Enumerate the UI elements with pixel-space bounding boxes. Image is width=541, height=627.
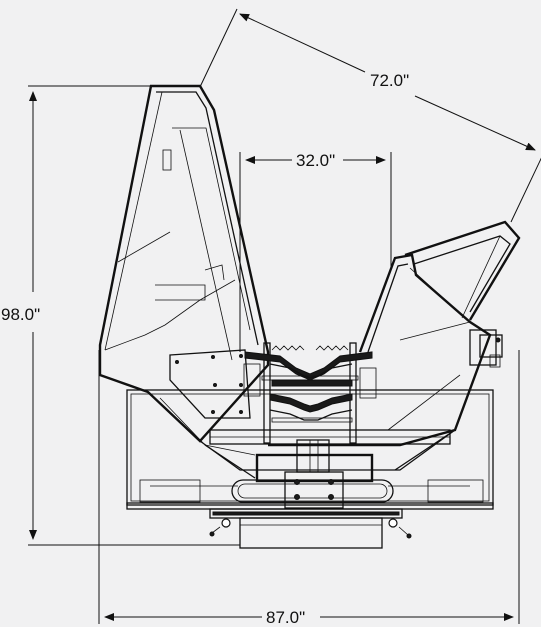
cabin-shell-right (268, 220, 521, 447)
dimension-depth-label: 72.0" (370, 71, 409, 90)
dimension-depth: 72.0" (199, 8, 541, 223)
dimension-inner: 32.0" (239, 151, 392, 352)
cabin-shell-left (98, 84, 456, 471)
bolt-icon (388, 518, 412, 539)
dimension-height-label: 98.0" (1, 305, 40, 324)
drive-assembly (231, 439, 394, 509)
dimension-height: 98.0" (1, 85, 240, 546)
pedestal (209, 508, 412, 549)
seat-assembly (209, 342, 451, 445)
bolt-icon (209, 518, 231, 537)
frame-base (126, 389, 494, 510)
dimension-width-label: 87.0" (266, 608, 305, 627)
dimension-inner-label: 32.0" (296, 151, 335, 170)
dimension-width: 87.0" (98, 350, 520, 627)
